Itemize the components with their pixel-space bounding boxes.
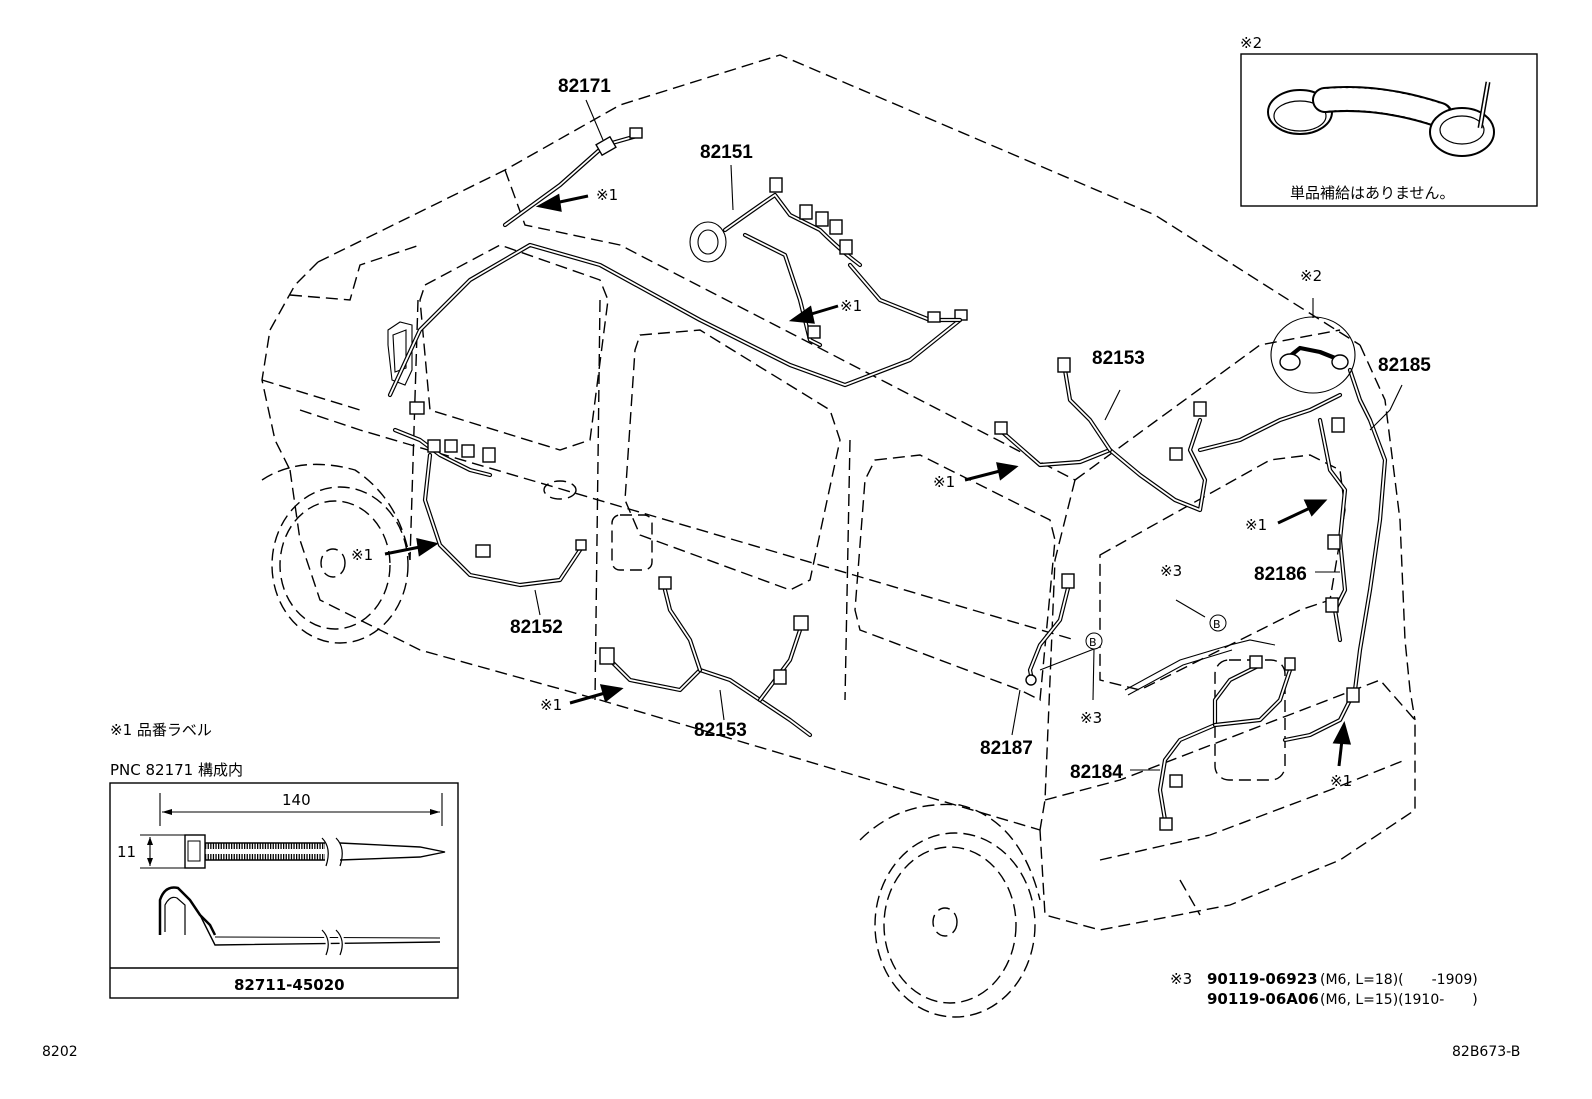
callout-1-82151: ※1 [840,297,862,315]
harness-82185-82186 [1282,367,1388,743]
callout-3-bottom: ※3 [1080,709,1102,727]
callout-marks: ※1 ※1 ※1 ※1 ※1 ※1 ※1 ※2 ※2 ※3 ※3 B B [351,34,1352,790]
callout-1-door: ※1 [540,696,562,714]
bolt-line1-part: 90119-06923 [1207,970,1318,988]
label-82152: 82152 [510,617,563,638]
label-82186: 82186 [1254,564,1307,585]
label-82153-top: 82153 [1092,348,1145,369]
label-82153-bottom: 82153 [694,720,747,741]
callout-1-roof: ※1 [596,186,618,204]
harness-82153-door [599,576,813,738]
harness-82153-rear [994,357,1343,513]
bolt-line2-part: 90119-06A06 [1207,990,1319,1008]
van-body-outline [261,54,1416,931]
label-note: ※1 品番ラベル [110,721,212,739]
dim-height: 11 [117,843,136,861]
pnc-note: PNC 82171 構成内 [110,761,243,779]
harness-82184 [1157,655,1296,831]
callout-1-gate: ※1 [1245,516,1267,534]
legend-part-number: 82711-45020 [234,976,345,994]
front-wheel [261,463,411,644]
label-arrows [384,193,1352,767]
dim-length: 140 [282,791,311,809]
harness-82152 [392,401,587,588]
label-82187: 82187 [980,738,1033,759]
leader-lines [534,99,1403,771]
label-82171: 82171 [558,76,611,97]
harness-82171 [502,127,643,228]
cable-tie-legend-box [109,782,459,999]
rear-wheel [859,803,1041,1018]
harness-82151 [689,177,963,348]
callout-1-front: ※1 [351,546,373,564]
callout-1-bottom: ※1 [1330,772,1352,790]
callout-3-top: ※3 [1160,562,1182,580]
inset-note: 単品補給はありません。 [1290,184,1455,202]
bolt-line2-spec: (M6, L=15)(1910- ) [1320,992,1478,1008]
callout-1-rear-roof: ※1 [933,473,955,491]
part-labels: 82171 82151 82153 82185 82186 82152 8215… [510,76,1431,783]
callout-2-inset: ※2 [1240,34,1262,52]
bolt-b-area [1124,639,1276,696]
bolt-line1-spec: (M6, L=18)( -1909) [1320,972,1478,988]
label-82185: 82185 [1378,355,1431,376]
inset-grommet-box [1240,53,1538,207]
harness-roof-side [387,242,968,398]
footer-page-code: 8202 [42,1044,78,1060]
legend-texts: ※1 品番ラベル PNC 82171 構成内 140 11 82711-4502… [110,721,345,994]
bolt-note: ※3 90119-06923 (M6, L=18)( -1909) 90119-… [1170,970,1478,1008]
bolt-b-mark-1: B [1213,618,1221,631]
grommet-circle [1270,316,1356,394]
label-82151: 82151 [700,142,753,163]
harness-82187 [1025,573,1075,686]
bolt-note-mark: ※3 [1170,970,1192,988]
footer-drawing-code: 82B673-B [1452,1044,1520,1060]
bolt-b-mark-2: B [1089,636,1097,649]
label-82184: 82184 [1070,762,1123,783]
callout-2-circle: ※2 [1300,267,1322,285]
